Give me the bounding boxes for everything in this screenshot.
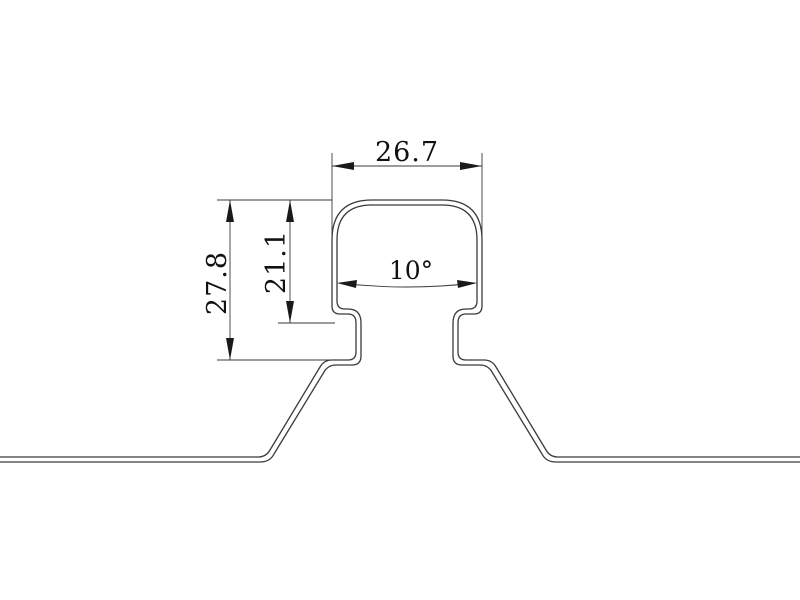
angle-label: 10°: [389, 256, 433, 285]
width-label: 26.7: [375, 137, 439, 168]
total-height-arrow-bottom: [226, 338, 234, 360]
total-height-dimension: 27.8: [202, 199, 336, 361]
angle-arrow-left: [337, 280, 357, 288]
arrow-head-right: [460, 162, 482, 170]
angle-dimension: 10°: [337, 256, 477, 288]
rib-height-label: 21.1: [261, 230, 292, 294]
width-dimension: 26.7: [331, 137, 483, 305]
rib-height-arrow-top: [286, 200, 294, 222]
rib-height-dimension: 21.1: [261, 200, 335, 324]
profile-outline-outer: [0, 199, 800, 458]
rib-height-arrow-bottom: [286, 301, 294, 323]
arrow-head-left: [332, 162, 354, 170]
total-height-label: 27.8: [202, 251, 233, 315]
profile-outline-inner: [0, 204, 800, 463]
angle-arrow-right: [457, 280, 477, 288]
total-height-arrow-top: [226, 200, 234, 222]
